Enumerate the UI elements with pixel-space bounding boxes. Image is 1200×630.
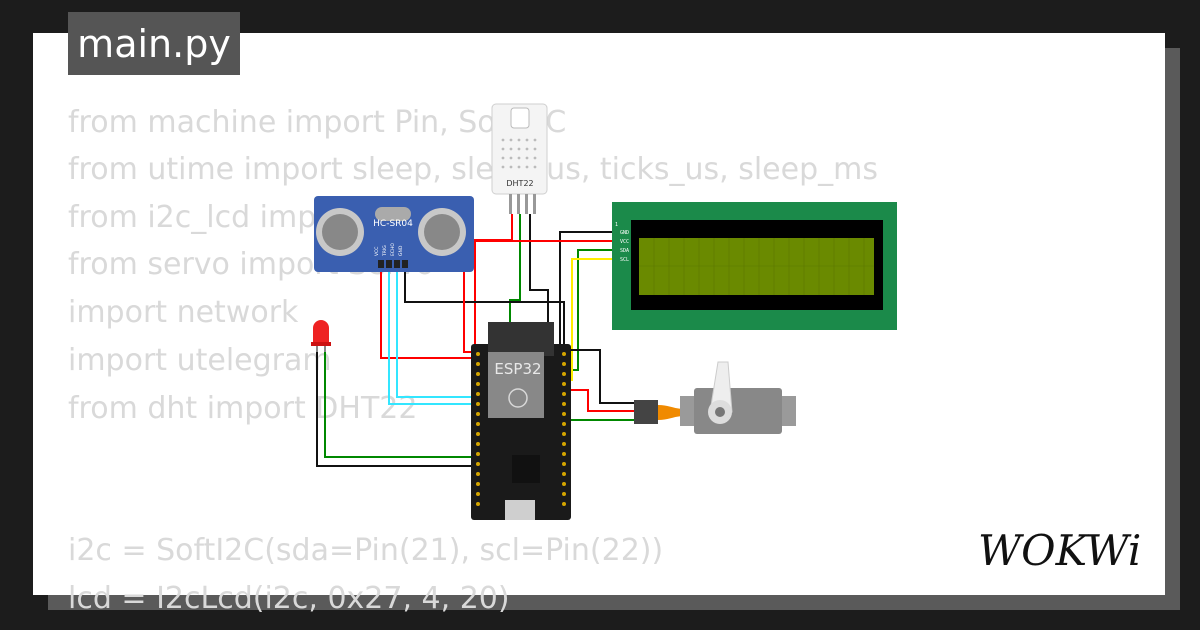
wokwi-logo-text: WOKWi — [978, 526, 1141, 575]
svg-text:1: 1 — [615, 222, 618, 228]
ultrasonic-sensor: HC-SR04 VCC TRIG ECHO GND — [314, 196, 474, 272]
code-line: i2c = SoftI2C(sda=Pin(21), scl=Pin(22)) — [68, 533, 664, 568]
esp32-board: ESP32 — [471, 322, 571, 520]
code-line: import utelegram — [68, 343, 332, 378]
pin-label: ECHO — [390, 243, 396, 256]
dht22-sensor: DHT22 — [491, 103, 548, 214]
code-line: lcd = I2cLcd(i2c, 0x27, 4, 20) — [68, 581, 510, 616]
code-line: from utime import sleep, sleep_us, ticks… — [68, 152, 878, 187]
lcd-pin-label: GND — [620, 230, 629, 236]
lcd-pin-label: SDA — [620, 248, 629, 254]
dht-label: DHT22 — [506, 179, 533, 188]
esp32-label: ESP32 — [494, 360, 541, 378]
pin-label: TRIG — [382, 245, 388, 257]
lcd-pin-label: SCL — [620, 257, 629, 263]
ultrasonic-label: HC-SR04 — [373, 219, 413, 229]
code-line: from machine import Pin, SoftI2C — [68, 105, 567, 140]
code-line: import network — [68, 295, 299, 330]
code-line: from dht import DHT22 — [68, 391, 418, 426]
servo-motor — [634, 361, 796, 434]
lcd-display: 1 GND VCC SDA SCL — [612, 202, 897, 330]
lcd-pin-label: VCC — [620, 239, 629, 245]
pin-label: VCC — [374, 247, 380, 256]
project-card[interactable]: from machine import Pin, SoftI2C from ut… — [33, 33, 1165, 616]
wokwi-logo: WOKWi — [978, 526, 1141, 575]
wires — [316, 214, 634, 467]
pin-label: GND — [398, 245, 404, 256]
file-tab[interactable]: main.py — [68, 12, 240, 75]
red-led — [311, 320, 331, 352]
